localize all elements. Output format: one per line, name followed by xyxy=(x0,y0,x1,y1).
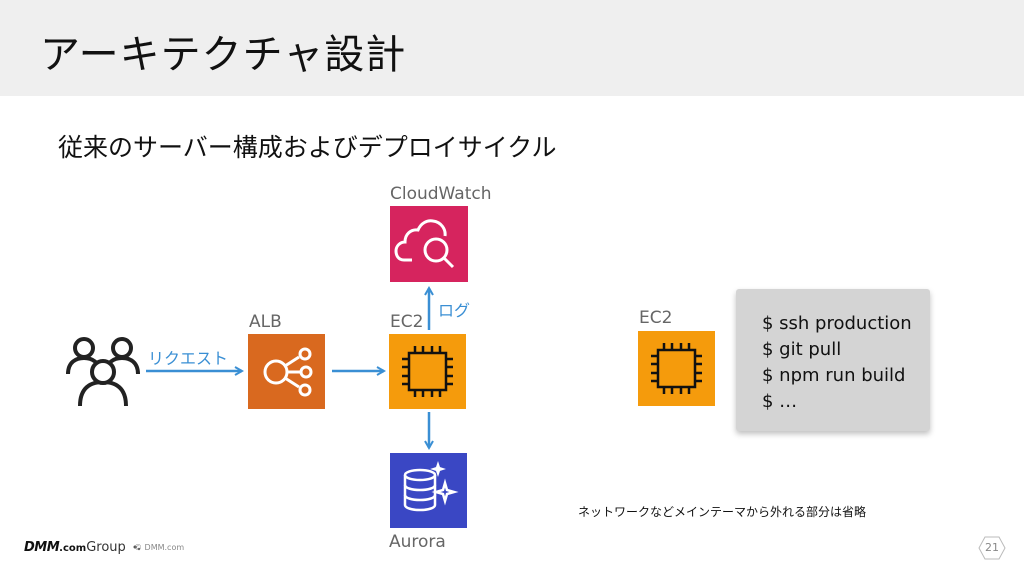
logo-group: Group xyxy=(86,540,126,555)
slide-subtitle: 従来のサーバー構成およびデプロイサイクル xyxy=(58,133,557,162)
ec2-deploy-label: EC2 xyxy=(639,308,673,328)
page-title: アーキテクチャ設計 xyxy=(40,32,407,78)
alb-service xyxy=(248,334,325,409)
aurora-service xyxy=(390,453,467,528)
log-label: ログ xyxy=(438,301,471,320)
ec2-chip-icon xyxy=(402,346,453,397)
logo-dmm: DMM xyxy=(24,540,60,555)
logo-com: .com xyxy=(59,543,87,554)
alb-icon xyxy=(263,347,313,397)
cloudwatch-label: CloudWatch xyxy=(390,184,492,204)
command-line: $ git pull xyxy=(762,339,842,360)
page-number: 21 xyxy=(978,536,1006,560)
ec2-label: EC2 xyxy=(390,312,424,332)
command-line: $ npm run build xyxy=(762,365,906,386)
alb-label: ALB xyxy=(249,312,282,332)
aurora-label: Aurora xyxy=(389,532,446,552)
users-icon xyxy=(66,337,140,407)
command-line: $ … xyxy=(762,391,798,412)
ec2-service xyxy=(389,334,466,409)
ec2-deploy-service xyxy=(638,331,715,406)
ec2-chip-icon xyxy=(651,343,702,394)
copyright: © DMM.com xyxy=(134,543,185,552)
page-number-text: 21 xyxy=(985,541,999,554)
hexagon-icon xyxy=(978,536,1006,560)
cloudwatch-service xyxy=(390,206,468,282)
dmm-group-logo: DMM.comGroup xyxy=(24,540,142,555)
omission-note: ネットワークなどメインテーマから外れる部分は省略 xyxy=(578,505,867,519)
request-label: リクエスト xyxy=(148,349,229,368)
header-bar: アーキテクチャ設計 xyxy=(0,0,1024,96)
aurora-database-icon xyxy=(403,461,459,512)
deploy-commands-box: $ ssh production $ git pull $ npm run bu… xyxy=(736,289,930,431)
command-line: $ ssh production xyxy=(762,313,912,334)
logo-mark-icon xyxy=(133,545,140,550)
cloudwatch-icon xyxy=(394,219,455,269)
